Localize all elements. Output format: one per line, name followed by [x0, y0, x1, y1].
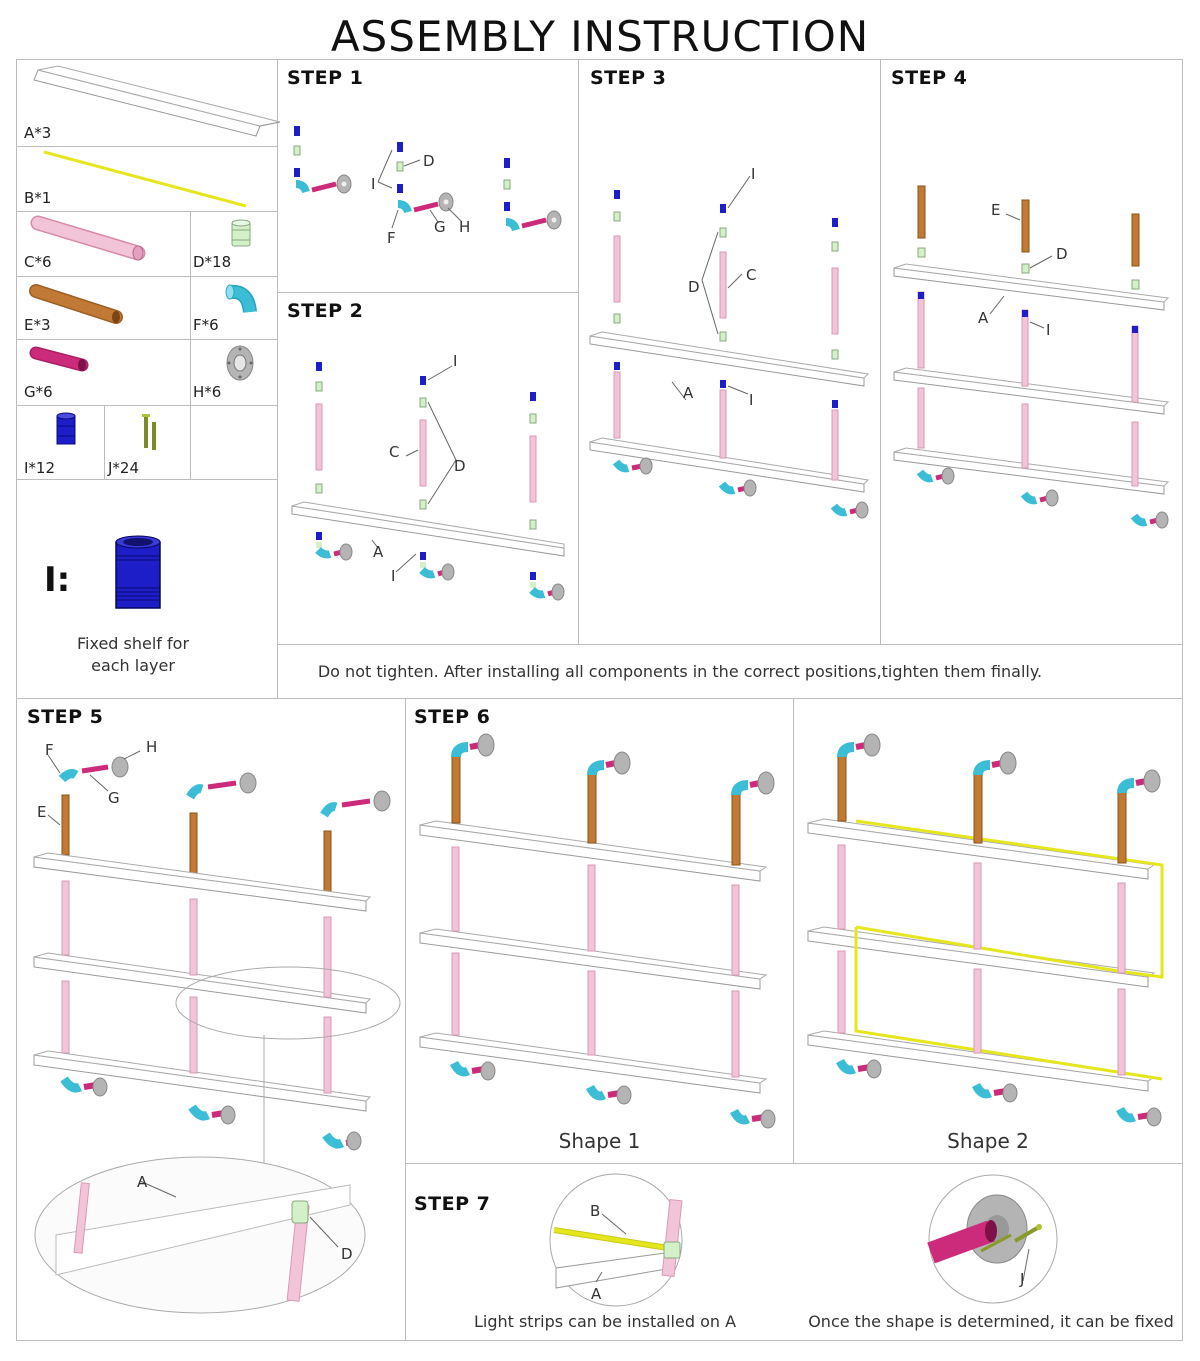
- part-g-label: G*6: [24, 383, 53, 401]
- step5-heading: STEP 5: [27, 706, 104, 728]
- step7-callout-a: A: [591, 1285, 602, 1303]
- cap-i-detail-illustration: [115, 535, 161, 609]
- part-c-label: C*6: [24, 253, 52, 271]
- step7-fixing-detail: [927, 1174, 1058, 1304]
- step1-callout-h: H: [459, 218, 471, 236]
- part-j-label: J*24: [108, 459, 140, 477]
- step2-heading: STEP 2: [287, 300, 364, 322]
- step7-callout-j: J: [1020, 1270, 1025, 1288]
- step5-diagram: [33, 750, 401, 1314]
- shape2-label: Shape 2: [947, 1129, 1029, 1153]
- step3-callout-c: C: [746, 266, 757, 284]
- part-i-key: I:: [44, 560, 71, 600]
- step4-heading: STEP 4: [891, 67, 968, 89]
- part-i-label: I*12: [24, 459, 56, 477]
- part-i-caption-line2: each layer: [91, 656, 175, 675]
- step6-shape2-diagram: [807, 733, 1164, 1127]
- step2-callout-a: A: [373, 543, 384, 561]
- page-title: ASSEMBLY INSTRUCTION: [330, 12, 870, 61]
- part-empty-cell: [190, 405, 278, 480]
- shape1-label: Shape 1: [558, 1129, 641, 1153]
- step7-strip-detail: [549, 1173, 683, 1307]
- step7-caption-light-strips: Light strips can be installed on A: [473, 1312, 737, 1331]
- step2-diagram: [291, 362, 565, 601]
- step1-callout-d: D: [423, 152, 435, 170]
- part-e-label: E*3: [24, 316, 51, 334]
- pipe-c-illustration: [30, 215, 146, 261]
- step3-diagram: [589, 175, 870, 519]
- part-f-label: F*6: [193, 316, 219, 334]
- cap-i-illustration: [56, 412, 76, 445]
- coupler-d-illustration: [231, 219, 251, 247]
- flange-h-illustration: [226, 345, 254, 381]
- step3-callout-i-top: I: [751, 165, 756, 183]
- step7-panel: [405, 1163, 1183, 1341]
- tightening-note: Do not tighten. After installing all com…: [317, 662, 1043, 681]
- step4-diagram: [893, 185, 1170, 529]
- shelf-a-illustration: [33, 65, 281, 137]
- light-strip-b-illustration: [43, 150, 247, 208]
- step6-heading: STEP 6: [414, 706, 491, 728]
- step2-callout-d: D: [454, 457, 466, 475]
- step2-callout-i-top: I: [453, 352, 458, 370]
- step2-callout-i-bottom: I: [391, 567, 396, 585]
- step4-callout-a: A: [978, 309, 989, 327]
- pipe-g-illustration: [29, 346, 89, 372]
- step4-callout-d: D: [1056, 245, 1068, 263]
- step5-callout-a: A: [137, 1173, 148, 1191]
- step5-callout-e: E: [37, 803, 47, 821]
- part-b-label: B*1: [24, 189, 52, 207]
- part-i-caption-line1: Fixed shelf for: [76, 634, 190, 653]
- step1-callout-f: F: [387, 229, 396, 247]
- step5-callout-h: H: [146, 738, 158, 756]
- step3-callout-i-bottom: I: [749, 391, 754, 409]
- step4-callout-e: E: [991, 201, 1001, 219]
- step1-callout-i: I: [371, 175, 376, 193]
- screw-j-illustration: [142, 414, 156, 450]
- step1-callout-g: G: [434, 218, 446, 236]
- step5-callout-f: F: [45, 741, 54, 759]
- step1-heading: STEP 1: [287, 67, 364, 89]
- step6-shape1-diagram: [419, 733, 776, 1129]
- part-d-label: D*18: [193, 253, 232, 271]
- step4-callout-i: I: [1046, 321, 1051, 339]
- step1-diagram: [293, 126, 562, 232]
- part-a-label: A*3: [24, 124, 52, 142]
- step7-heading: STEP 7: [414, 1193, 491, 1215]
- step5-callout-d: D: [341, 1245, 353, 1263]
- step5-callout-g: G: [108, 789, 120, 807]
- step3-callout-d: D: [688, 278, 700, 296]
- step3-heading: STEP 3: [590, 67, 667, 89]
- step2-callout-c: C: [389, 443, 400, 461]
- step7-caption-fixed: Once the shape is determined, it can be …: [808, 1312, 1174, 1331]
- part-h-label: H*6: [193, 383, 222, 401]
- step3-callout-a: A: [683, 384, 694, 402]
- elbow-f-illustration: [225, 284, 257, 313]
- pipe-e-illustration: [29, 284, 123, 324]
- step7-callout-b: B: [590, 1202, 601, 1220]
